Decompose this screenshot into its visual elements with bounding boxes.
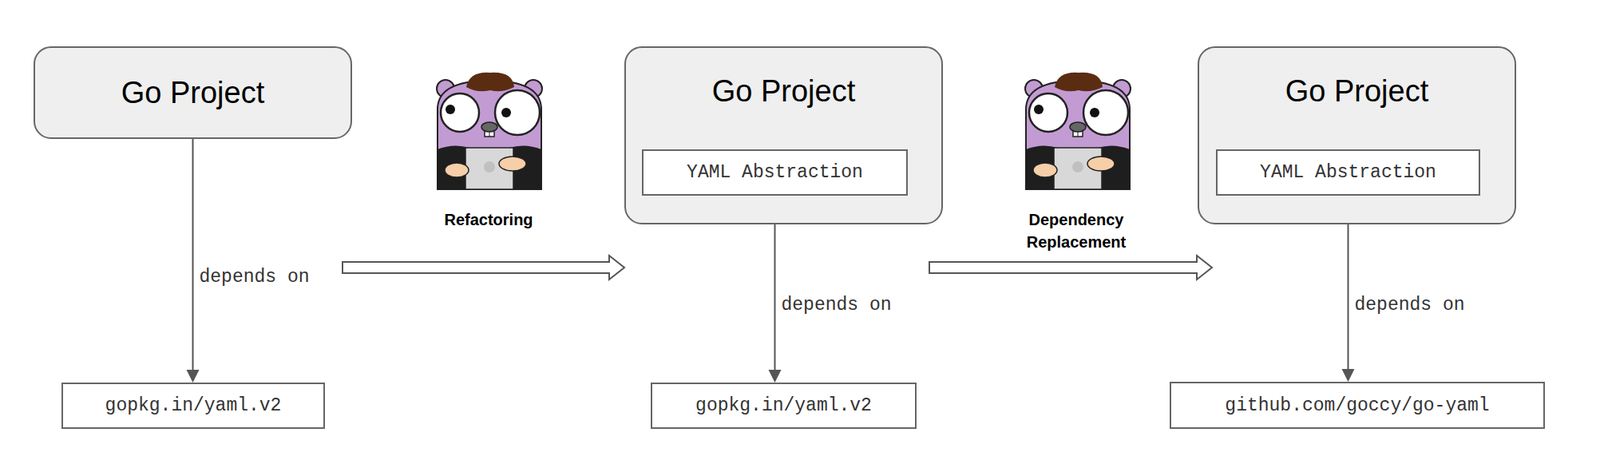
module-box: gopkg.in/yaml.v2 [61, 382, 325, 429]
module-name: gopkg.in/yaml.v2 [695, 395, 872, 416]
module-name: gopkg.in/yaml.v2 [105, 395, 282, 416]
hollow-arrow [342, 255, 625, 280]
box-title: Go Project [35, 75, 351, 111]
edge-label: depends on [780, 294, 894, 316]
project-box: Go ProjectYAML Abstraction [624, 46, 943, 225]
hollow-arrow [929, 255, 1212, 280]
step-label: Dependency Replacement [1016, 208, 1137, 254]
step-label: Refactoring [400, 208, 577, 231]
module-box: gopkg.in/yaml.v2 [650, 382, 917, 429]
module-name: github.com/goccy/go-yaml [1224, 395, 1490, 416]
dependency-arrow [186, 138, 200, 383]
module-box: YAML Abstraction [1215, 149, 1481, 196]
box-title: Go Project [625, 74, 942, 109]
edge-label: depends on [198, 266, 312, 288]
project-box: Go Project [33, 46, 353, 139]
module-box: github.com/goccy/go-yaml [1169, 381, 1545, 429]
gopher-figure [1025, 72, 1131, 190]
module-name: YAML Abstraction [1259, 162, 1437, 183]
box-title: Go Project [1199, 74, 1515, 109]
gopher-figure [436, 72, 543, 190]
project-box: Go ProjectYAML Abstraction [1197, 46, 1517, 225]
module-name: YAML Abstraction [686, 162, 864, 183]
edge-label: depends on [1353, 294, 1467, 316]
module-box: YAML Abstraction [641, 149, 908, 196]
